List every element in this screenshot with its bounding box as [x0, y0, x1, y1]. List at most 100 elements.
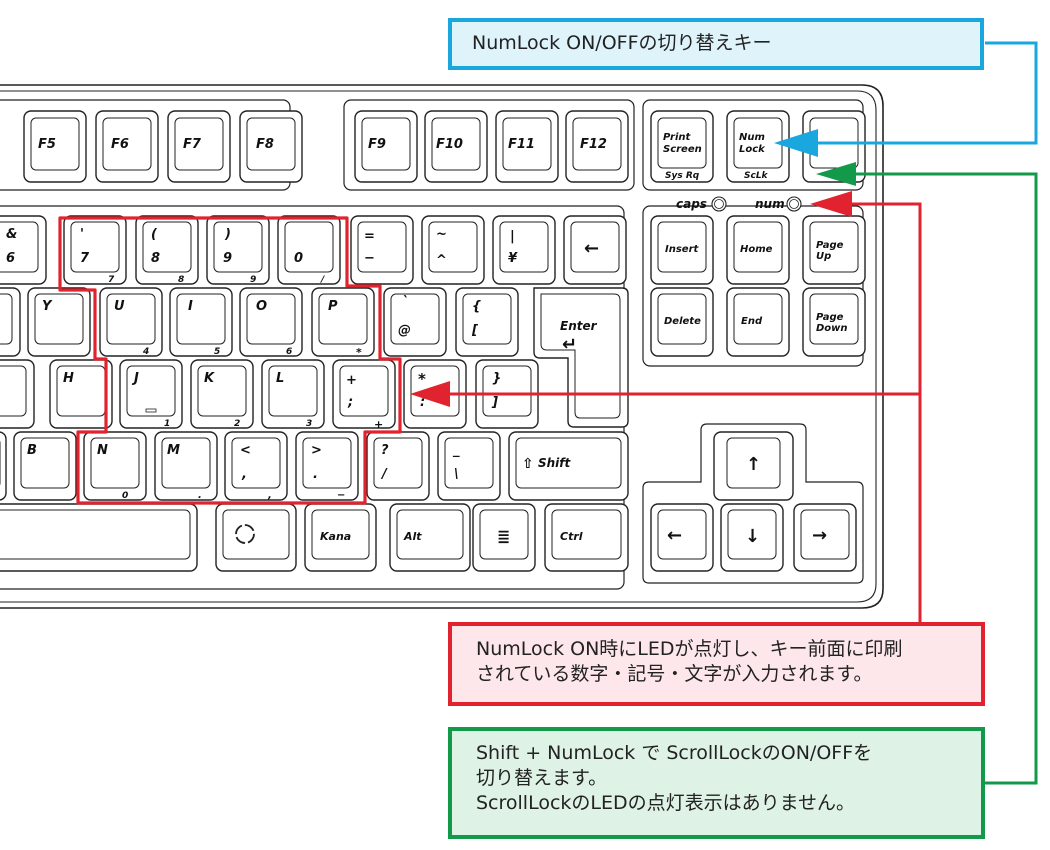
key-9[interactable]: )99: [206, 215, 270, 285]
key-space[interactable]: [0, 503, 198, 572]
key-yen[interactable]: |¥: [492, 215, 556, 285]
scrolllock-callout: Shift + NumLock で ScrollLockのON/OFFを 切り替…: [448, 727, 985, 839]
key-m[interactable]: M.: [154, 431, 218, 501]
key-comma[interactable]: <,,: [224, 431, 288, 501]
key-semicolon-front: +: [374, 418, 383, 431]
key-f11-label: F11: [508, 137, 535, 152]
key-insert[interactable]: Insert: [650, 215, 714, 285]
key-f6[interactable]: F6: [95, 110, 159, 183]
key-delete[interactable]: Delete: [650, 287, 714, 357]
key-arrow-down[interactable]: ↓: [720, 503, 784, 572]
key-page-up-label-1: Page: [816, 240, 844, 251]
key-f8[interactable]: F8: [239, 110, 303, 183]
key-ctrl-label: Ctrl: [560, 530, 583, 543]
key-h[interactable]: H: [49, 359, 113, 429]
key-6[interactable]: &6: [0, 215, 47, 285]
scroll-callout-line-3: ScrollLockのLEDの点灯表示はありません。: [476, 792, 856, 814]
key-semicolon[interactable]: +;+: [332, 359, 396, 431]
key-right-shift-label: Shift: [538, 456, 572, 470]
key-9-base: 9: [223, 251, 232, 266]
key-f7[interactable]: F7: [167, 110, 231, 183]
key-arrow-left[interactable]: ←: [650, 503, 714, 572]
key-0-front: /: [320, 275, 325, 285]
key-comma-base: ,: [241, 467, 247, 482]
key-end[interactable]: End: [726, 287, 790, 357]
key-backspace[interactable]: ←: [563, 215, 627, 285]
key-num-lock[interactable]: Num Lock ScLk: [726, 110, 790, 183]
shift-icon: ⇧: [522, 456, 534, 472]
key-slash-base: /: [380, 467, 388, 482]
key-t[interactable]: [0, 287, 21, 357]
key-b[interactable]: B: [13, 431, 77, 501]
key-f12-label: F12: [580, 137, 607, 152]
key-kana[interactable]: Kana: [304, 503, 377, 572]
key-enter-label: Enter: [560, 319, 598, 333]
key-f11[interactable]: F11: [495, 110, 559, 183]
key-f5[interactable]: F5: [23, 110, 87, 183]
key-caret[interactable]: ~^: [421, 215, 485, 285]
key-l[interactable]: L3: [261, 359, 325, 429]
key-alt[interactable]: Alt: [389, 503, 471, 572]
arrow-right-icon: →: [812, 525, 827, 546]
key-f12[interactable]: F12: [565, 110, 629, 183]
key-8[interactable]: (88: [135, 215, 199, 285]
key-slash[interactable]: ?/: [366, 431, 430, 501]
key-page-down-label-2: Down: [816, 323, 848, 334]
key-g[interactable]: [0, 359, 35, 429]
key-ctrl[interactable]: Ctrl: [544, 503, 629, 572]
key-print-screen-label-1: Print: [663, 132, 692, 143]
key-f9[interactable]: F9: [354, 110, 418, 183]
key-arrow-up[interactable]: ↑: [713, 431, 794, 501]
key-print-screen-label-2: Screen: [663, 144, 702, 155]
red-arrow-led-icon: [810, 191, 852, 217]
key-henkan[interactable]: [215, 503, 297, 572]
key-i[interactable]: I5: [169, 287, 233, 357]
key-home[interactable]: Home: [726, 215, 790, 285]
key-enter[interactable]: Enter ↵: [533, 287, 629, 428]
key-insert-label: Insert: [665, 244, 700, 255]
key-v[interactable]: [0, 431, 7, 501]
key-l-label: L: [276, 371, 284, 386]
key-f10[interactable]: F10: [424, 110, 488, 183]
key-minus[interactable]: =−: [350, 215, 414, 285]
key-comma-front: ,: [267, 490, 272, 501]
key-p[interactable]: P*: [311, 287, 375, 359]
key-j[interactable]: J1: [119, 359, 183, 429]
key-k-front: 2: [234, 419, 240, 429]
key-bracket-open-shift: {: [472, 299, 481, 314]
key-8-base: 8: [151, 251, 160, 266]
key-period[interactable]: >.−: [295, 431, 359, 501]
enter-arrow-icon: ↵: [562, 334, 577, 355]
key-k[interactable]: K2: [190, 359, 254, 429]
key-f9-label: F9: [368, 137, 386, 152]
key-at[interactable]: `@: [383, 287, 447, 357]
key-8-front: 8: [178, 275, 184, 285]
key-n[interactable]: N0: [83, 431, 147, 501]
key-7-front: 7: [108, 275, 115, 285]
key-minus-shift: =: [364, 229, 375, 244]
key-print-screen[interactable]: Print Screen Sys Rq: [650, 110, 714, 183]
key-o[interactable]: O6: [239, 287, 303, 357]
red-arrow-keys-icon: [410, 381, 450, 407]
key-o-front: 6: [286, 347, 292, 357]
key-end-label: End: [741, 316, 763, 327]
key-u[interactable]: U4: [99, 287, 163, 357]
key-arrow-right[interactable]: →: [793, 503, 857, 572]
key-bracket-close-base: ]: [491, 395, 498, 410]
caps-led-label: caps: [676, 197, 707, 211]
menu-icon: ≣: [497, 527, 510, 546]
key-backslash[interactable]: _\: [437, 431, 501, 501]
key-m-label: M: [167, 443, 180, 458]
key-0[interactable]: 0/: [277, 215, 341, 285]
scroll-connector: [816, 162, 1038, 785]
key-bracket-open[interactable]: {[: [455, 287, 519, 357]
key-period-base: .: [313, 467, 318, 482]
key-right-shift[interactable]: ⇧ Shift: [508, 431, 629, 501]
key-y-label: Y: [42, 299, 53, 314]
key-u-label: U: [114, 299, 125, 314]
key-7[interactable]: '77: [63, 215, 127, 285]
key-menu[interactable]: ≣: [472, 503, 536, 572]
key-y[interactable]: Y: [27, 287, 91, 357]
